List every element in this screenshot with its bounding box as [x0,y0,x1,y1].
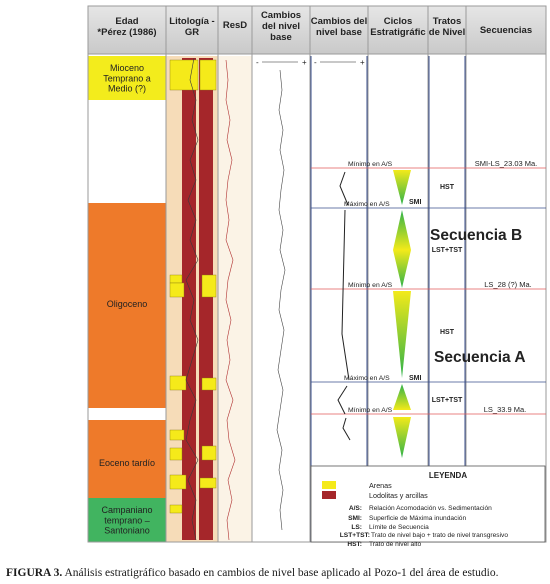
lithology-mud [182,58,213,540]
column-grid [87,5,547,543]
legend-text-ls: Límite de Secuencia [369,524,429,531]
header-band [88,6,546,54]
legend-swatch-arenas [322,481,336,489]
legend-title: LEYENDA [429,471,467,480]
sequence-b-label: Secuencia B [430,227,522,244]
legend-text-lsttst: Trato de nivel bajo + trato de nivel tra… [371,532,508,539]
figure-caption: FIGURA 3. Análisis estratigráfico basado… [6,566,546,580]
figure-caption-label: FIGURA 3. [6,567,63,579]
header-tratos-line: de Nivel [429,27,465,38]
seq-boundary-2: LS_28 (?) Ma. [484,280,532,289]
tract-label-4: LST+TST [432,397,463,404]
legend-key-hst: HST: [347,541,362,548]
age-label-campaniano-line: Santoniano [104,526,150,536]
scale-minus-2: - [314,58,317,67]
age-block-oligoceno [88,203,166,408]
age-label-mioceno-line: Medio (?) [108,84,146,94]
legend: LEYENDA Arenas Lodolitas y arcillas A/S:… [310,465,546,548]
surface-label-3: Mínimo en A/S [348,282,393,289]
gr-curve [185,57,199,541]
seq-boundary-3: LS_33.9 Ma. [484,405,527,414]
age-label-oligoceno-line: Oligoceno [107,299,148,309]
legend-key-ls: LS: [351,524,362,531]
legend-label-arenas: Arenas [369,481,392,490]
header-secuencias-line: Secuencias [480,25,532,36]
tract-label-3: HST [440,329,455,336]
resd-background [218,56,252,542]
header-ciclos-line: Ciclos [384,16,413,27]
age-label-eoceno: Eoceno tardío [99,458,155,468]
header-cambios-interp-line: nivel base [316,27,362,38]
legend-text-hst: Trato de nivel alto [369,541,421,548]
smi-label-2: SMI [409,375,422,382]
lithology-sand [169,59,217,514]
age-label-eoceno-line: Eoceno tardío [99,458,155,468]
legend-key-as: A/S: [349,505,362,512]
header-resd-line: ResD [223,20,247,31]
header-edad: Edad*Pérez (1986) [97,16,156,38]
header-litologia-line: GR [185,27,199,38]
legend-text-as: Relación Acomodación vs. Sedimentación [369,505,492,512]
sequence-a-label: Secuencia A [434,349,526,366]
scale-plus-2: + [360,58,365,67]
age-block-eoceno [88,420,166,498]
header-cambios-line: base [270,32,292,43]
scale-plus: + [302,58,307,67]
surface-lines-red [311,167,546,415]
surface-label-1: Mínimo en A/S [348,161,393,168]
header-litologia-line: Litología - [169,16,214,27]
header-tratos-line: Tratos [433,16,462,27]
legend-label-lodolitas: Lodolitas y arcillas [369,491,428,500]
header-cambios-line: Cambios [261,10,301,21]
smi-label-1: SMI [409,199,422,206]
legend-text-smi: Superficie de Máxima inundación [369,515,466,522]
header-edad-line: *Pérez (1986) [97,27,156,38]
legend-key-smi: SMI: [348,515,362,522]
surface-label-5: Mínimo en A/S [348,407,393,414]
age-label-mioceno-line: Temprano a [103,73,151,83]
age-label-oligoceno: Oligoceno [107,299,148,309]
legend-key-lsttst: LST+TST: [340,532,370,539]
header-litologia: Litología -GR [169,16,214,38]
tract-label-1: HST [440,184,455,191]
interp-arrows [337,171,351,441]
age-label-campaniano-line: temprano – [104,515,150,525]
blue-dividers [310,56,466,542]
header-cambios-line: del nivel [262,21,300,32]
figure-caption-text: Análisis estratigráfico basado en cambio… [62,567,499,579]
header-cambios-interp-line: Cambios del [311,16,368,27]
surface-label-2: Máximo en A/S [344,201,390,208]
age-block-campaniano [88,498,166,542]
legend-swatch-lodolitas [322,491,336,499]
tract-label-2: LST+TST [432,247,463,254]
seq-boundary-1: SMI-LS_23.03 Ma. [475,159,538,168]
header-ciclos-line: Estratigráfic [370,27,425,38]
age-label-campaniano-line: Campaniano [101,505,152,515]
surface-label-4: Máximo en A/S [344,375,390,382]
header-edad-line: Edad [115,16,138,27]
cycle-triangles [393,170,411,458]
base-level-curve [276,69,286,531]
surface-lines-blue [311,207,546,383]
age-label-mioceno-line: Mioceno [110,63,144,73]
header-resd: ResD [223,20,247,31]
header-secuencias: Secuencias [480,25,532,36]
age-block-mioceno [88,56,166,100]
scale-minus: - [256,58,259,67]
resd-curve [225,59,236,541]
